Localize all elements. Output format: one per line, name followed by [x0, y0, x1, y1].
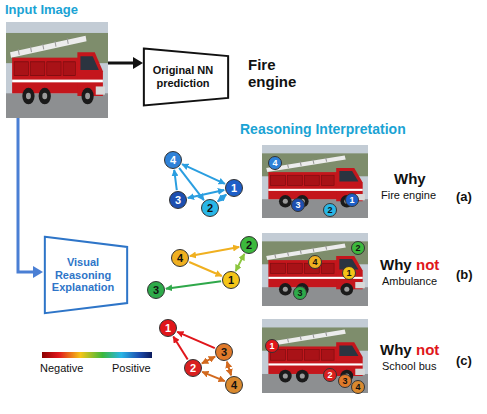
input-photo	[6, 22, 108, 118]
region-node: 2	[184, 359, 202, 377]
legend-label: Positive	[112, 362, 151, 375]
photo-a	[262, 145, 368, 218]
not-label: not	[416, 341, 439, 358]
model-box: Visual Reasoning Explanation	[44, 236, 128, 314]
region-node: 1	[225, 179, 243, 197]
relation-arrow	[174, 170, 177, 190]
color-bar	[42, 352, 152, 358]
panel-letter: (c)	[456, 354, 472, 369]
not-label: not	[416, 256, 439, 273]
region-node: 1	[265, 339, 279, 353]
region-number: 1	[228, 274, 234, 287]
region-number: 2	[327, 205, 332, 215]
region-number: 4	[312, 257, 317, 267]
class-label: Ambulance	[382, 275, 437, 288]
region-number: 4	[231, 379, 237, 392]
region-node: 1	[342, 266, 356, 280]
region-node: 3	[291, 198, 305, 212]
region-node: 2	[240, 236, 258, 254]
photo-c	[262, 319, 368, 393]
relation-arrow	[188, 190, 224, 198]
class-label: School bus	[382, 360, 436, 373]
region-node: 4	[225, 376, 243, 394]
region-node: 3	[338, 374, 352, 388]
region-number: 1	[269, 341, 274, 351]
relation-arrow	[202, 357, 215, 364]
flow-arrow	[18, 118, 34, 272]
legend-label: Negative	[40, 362, 83, 375]
region-number: 2	[207, 202, 213, 215]
flow-arrow	[108, 62, 134, 65]
region-number: 1	[165, 322, 171, 335]
box-title: Visual Reasoning Explanation	[50, 256, 116, 294]
relation-arrow	[236, 254, 245, 271]
arrow-head	[33, 266, 43, 278]
why-label: Why	[380, 256, 412, 273]
region-number: 4	[177, 252, 183, 265]
relation-arrow	[177, 332, 215, 348]
region-number: 1	[231, 182, 237, 195]
region-node: 1	[159, 319, 177, 337]
region-node: 4	[171, 249, 189, 267]
relation-arrow	[218, 194, 227, 201]
region-node: 4	[308, 255, 322, 269]
region-number: 3	[342, 376, 347, 386]
region-number: 4	[272, 158, 277, 168]
box-title: Original NN prediction	[149, 64, 217, 89]
region-node: 2	[323, 203, 337, 217]
region-node: 4	[351, 380, 365, 394]
relation-arrow	[166, 281, 221, 288]
section-title: Input Image	[5, 3, 78, 18]
region-node: 1	[345, 193, 359, 207]
class-label: Fire engine	[381, 189, 436, 202]
arrow-head	[133, 57, 143, 69]
region-number: 3	[175, 194, 181, 207]
panel-letter: (a)	[456, 190, 472, 205]
region-number: 3	[221, 346, 227, 359]
region-number: 1	[346, 268, 351, 278]
region-node: 4	[164, 151, 182, 169]
photo-b	[262, 233, 368, 306]
region-number: 3	[297, 288, 302, 298]
region-node: 3	[215, 343, 233, 361]
region-number: 2	[190, 362, 196, 375]
region-number: 2	[327, 370, 332, 380]
relation-arrow	[173, 337, 187, 360]
region-number: 1	[349, 195, 354, 205]
why-label: Why	[380, 341, 412, 358]
trapezoid-outline	[45, 237, 127, 313]
trapezoid-outline	[144, 49, 228, 106]
region-number: 4	[170, 154, 176, 167]
region-number: 3	[295, 200, 300, 210]
region-node: 2	[323, 368, 337, 382]
relation-arrow	[190, 247, 239, 256]
relation-arrow	[189, 262, 222, 276]
region-number: 3	[153, 284, 159, 297]
region-number: 4	[355, 382, 360, 392]
region-node: 3	[169, 191, 187, 209]
relation-arrow	[202, 372, 225, 381]
region-node: 3	[293, 286, 307, 300]
panel-letter: (b)	[456, 268, 473, 283]
region-node: 2	[201, 199, 219, 217]
prediction-label: Fire engine	[248, 56, 312, 91]
region-node: 3	[147, 281, 165, 299]
why-label: Why	[394, 170, 426, 187]
model-box: Original NN prediction	[143, 48, 229, 106]
region-node: 1	[222, 271, 240, 289]
region-number: 2	[246, 239, 252, 252]
region-number: 2	[355, 243, 360, 253]
relation-arrow	[227, 362, 231, 376]
region-node: 4	[268, 156, 282, 170]
region-node: 2	[351, 241, 365, 255]
section-title: Reasoning Interpretation	[240, 121, 406, 137]
